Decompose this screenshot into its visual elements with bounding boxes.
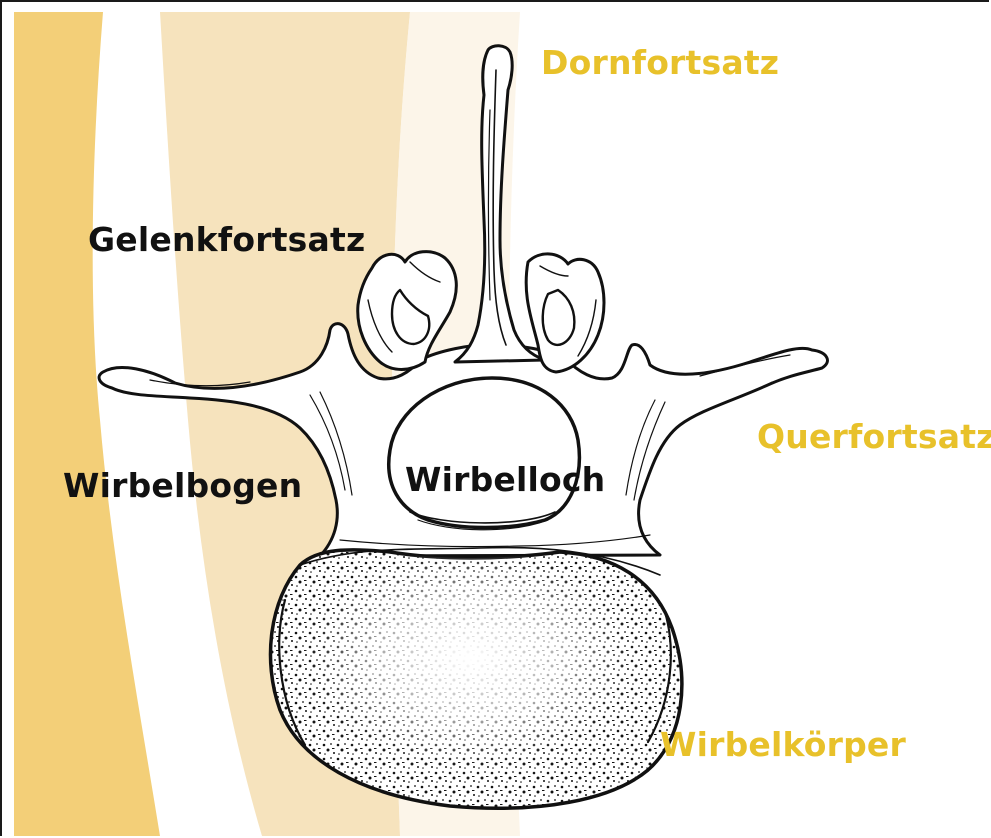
band-dark <box>14 12 160 836</box>
label-spinous-process: Dornfortsatz <box>541 46 779 79</box>
label-articular-process: Gelenkfortsatz <box>88 223 365 256</box>
label-vertebral-arch: Wirbelbogen <box>63 469 302 502</box>
label-vertebral-body: Wirbelkörper <box>660 728 906 761</box>
label-transverse-process: Querfortsatz <box>757 420 991 453</box>
label-vertebral-foramen: Wirbelloch <box>405 463 605 496</box>
